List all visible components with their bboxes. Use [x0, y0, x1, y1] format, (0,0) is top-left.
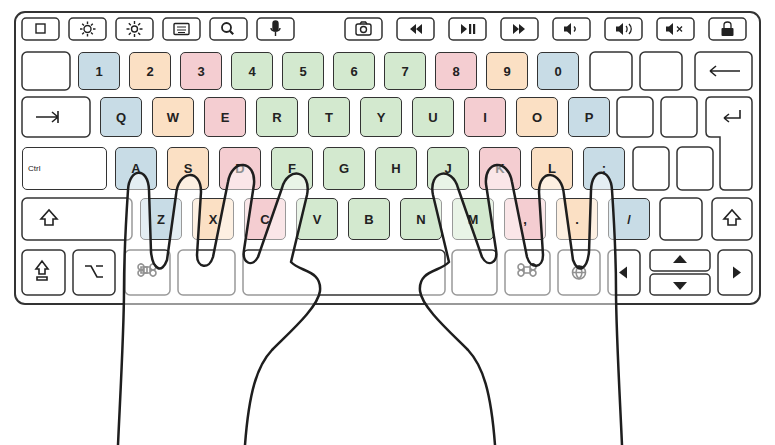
- keyboard-key: K: [479, 147, 521, 190]
- key-label: M: [468, 212, 479, 227]
- keyboard-key: 4: [231, 52, 273, 90]
- key-label: H: [391, 161, 400, 176]
- key-label: ,: [523, 212, 527, 227]
- keyboard-key: L: [531, 147, 573, 190]
- keyboard-key: 0: [537, 52, 579, 90]
- key-label: I: [483, 110, 487, 125]
- key-label: R: [272, 110, 281, 125]
- key-label: /: [627, 212, 631, 227]
- key-label: E: [221, 110, 230, 125]
- keyboard-key: X: [192, 198, 234, 240]
- key-label: B: [364, 212, 373, 227]
- keyboard-key: F: [271, 147, 313, 190]
- keyboard-key: D: [219, 147, 261, 190]
- key-label: Z: [157, 212, 165, 227]
- key-label: S: [184, 161, 193, 176]
- keyboard-key: A: [115, 147, 157, 190]
- key-label: ;: [602, 161, 606, 176]
- key-label: J: [444, 161, 451, 176]
- keyboard-key: I: [464, 97, 506, 137]
- key-label: K: [495, 161, 504, 176]
- key-label: N: [416, 212, 425, 227]
- key-label: 6: [350, 64, 357, 79]
- keyboard-key: W: [152, 97, 194, 137]
- keyboard-key: E: [204, 97, 246, 137]
- keyboard-key: N: [400, 198, 442, 240]
- key-label: T: [325, 110, 333, 125]
- keyboard-key: V: [296, 198, 338, 240]
- keyboard-key: M: [452, 198, 494, 240]
- key-label: Y: [377, 110, 386, 125]
- keyboard-key: Ctrl: [22, 147, 107, 190]
- key-label: O: [532, 110, 542, 125]
- keyboard-key: J: [427, 147, 469, 190]
- key-label: A: [131, 161, 140, 176]
- keyboard-key: Q: [100, 97, 142, 137]
- key-label: 4: [248, 64, 255, 79]
- keyboard-key: U: [412, 97, 454, 137]
- keyboard-key: H: [375, 147, 417, 190]
- keyboard-key: Y: [360, 97, 402, 137]
- key-label: 1: [95, 64, 102, 79]
- key-label: D: [235, 161, 244, 176]
- key-label: 7: [401, 64, 408, 79]
- keyboard-key: ;: [583, 147, 625, 190]
- key-label: F: [288, 161, 296, 176]
- keyboard-key: Z: [140, 198, 182, 240]
- keyboard-key: 5: [282, 52, 324, 90]
- keyboard-key: 7: [384, 52, 426, 90]
- keyboard-key: G: [323, 147, 365, 190]
- key-label: G: [339, 161, 349, 176]
- key-label: 5: [299, 64, 306, 79]
- key-label: 3: [197, 64, 204, 79]
- key-label: .: [575, 212, 579, 227]
- key-label: X: [209, 212, 218, 227]
- key-label: V: [313, 212, 322, 227]
- keyboard-key: R: [256, 97, 298, 137]
- keyboard-key: 9: [486, 52, 528, 90]
- keyboard-key: ,: [504, 198, 546, 240]
- key-label: W: [167, 110, 179, 125]
- key-label: 2: [146, 64, 153, 79]
- keyboard-key: O: [516, 97, 558, 137]
- key-label: Q: [116, 110, 126, 125]
- keyboard-key: 3: [180, 52, 222, 90]
- keyboard-key: .: [556, 198, 598, 240]
- key-label: 9: [503, 64, 510, 79]
- keyboard-key: P: [568, 97, 610, 137]
- keyboard-key: T: [308, 97, 350, 137]
- keyboard-key: 2: [129, 52, 171, 90]
- keyboard-key: 1: [78, 52, 120, 90]
- keyboard-key: C: [244, 198, 286, 240]
- keyboard-key: /: [608, 198, 650, 240]
- keyboard-key: 6: [333, 52, 375, 90]
- keyboard-key: S: [167, 147, 209, 190]
- key-label: 0: [554, 64, 561, 79]
- key-label: Ctrl: [28, 164, 40, 173]
- keyboard-key: B: [348, 198, 390, 240]
- key-label: 8: [452, 64, 459, 79]
- key-label: P: [585, 110, 594, 125]
- key-label: U: [428, 110, 437, 125]
- keyboard-key: 8: [435, 52, 477, 90]
- key-label: C: [260, 212, 269, 227]
- key-label: L: [548, 161, 556, 176]
